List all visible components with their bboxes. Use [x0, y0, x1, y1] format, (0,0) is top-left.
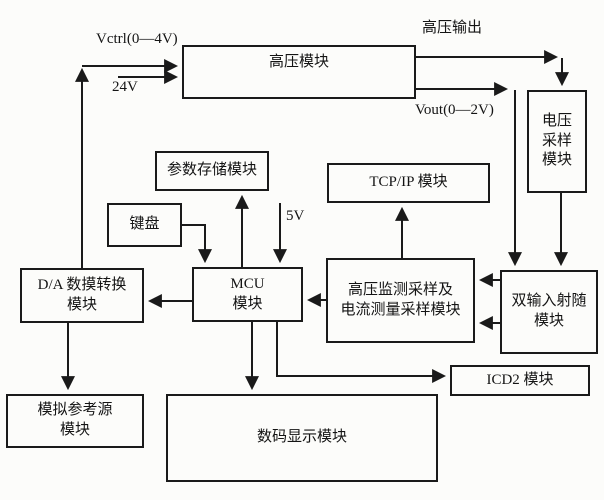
label-vctrl: Vctrl(0—4V)	[96, 31, 178, 47]
module-hv-monitor-sampling: 高压监测采样及 电流测量采样模块	[326, 258, 475, 343]
module-dual-input-follower: 双输入射随 模块	[500, 270, 598, 354]
wire-mcu-to-icd2	[276, 322, 447, 383]
label-5v: 5V	[286, 208, 305, 224]
module-label-line: 模拟参考源	[37, 402, 113, 419]
module-label-line: 模块	[541, 152, 572, 169]
module-icd2: ICD2 模块	[450, 365, 590, 396]
module-voltage-sampling: 电压 采样 模块	[527, 90, 587, 193]
module-da-converter: D/A 数摸转换 模块	[20, 268, 144, 323]
label-vout: Vout(0—2V)	[415, 102, 494, 118]
label-24v: 24V	[112, 79, 138, 95]
module-parameter-storage: 参数存储模块	[155, 151, 269, 191]
module-label: 键盘	[129, 216, 160, 233]
module-label-line: 模块	[59, 422, 90, 438]
module-label-line: 电压	[541, 112, 572, 129]
module-label-line: 模块	[533, 313, 564, 329]
module-label: 高压模块	[268, 54, 329, 70]
module-label-line: D/A 数摸转换	[37, 276, 127, 293]
module-high-voltage: 高压模块	[182, 45, 416, 99]
module-label-line: MCU	[230, 275, 265, 292]
module-label-line: 模块	[232, 295, 263, 312]
module-keyboard: 键盘	[107, 203, 182, 247]
label-hv-output: 高压输出	[422, 20, 483, 36]
module-label-line: 电流测量采样模块	[340, 301, 461, 318]
wire-keyboard-to-mcu	[182, 224, 212, 264]
module-label-line: 模块	[66, 296, 97, 313]
module-label-line: 采样	[541, 132, 572, 149]
module-label-line: 双输入射随	[511, 293, 587, 310]
module-mcu: MCU 模块	[192, 267, 303, 322]
module-analog-reference: 模拟参考源 模块	[6, 394, 144, 448]
module-label: 参数存储模块	[166, 162, 257, 179]
module-tcpip: TCP/IP 模块	[327, 163, 490, 203]
module-label: ICD2 模块	[486, 371, 554, 388]
module-digital-display: 数码显示模块	[166, 394, 438, 482]
module-label: TCP/IP 模块	[369, 174, 448, 191]
module-label: 数码显示模块	[256, 429, 347, 446]
module-label-line: 高压监测采样及	[347, 281, 453, 298]
